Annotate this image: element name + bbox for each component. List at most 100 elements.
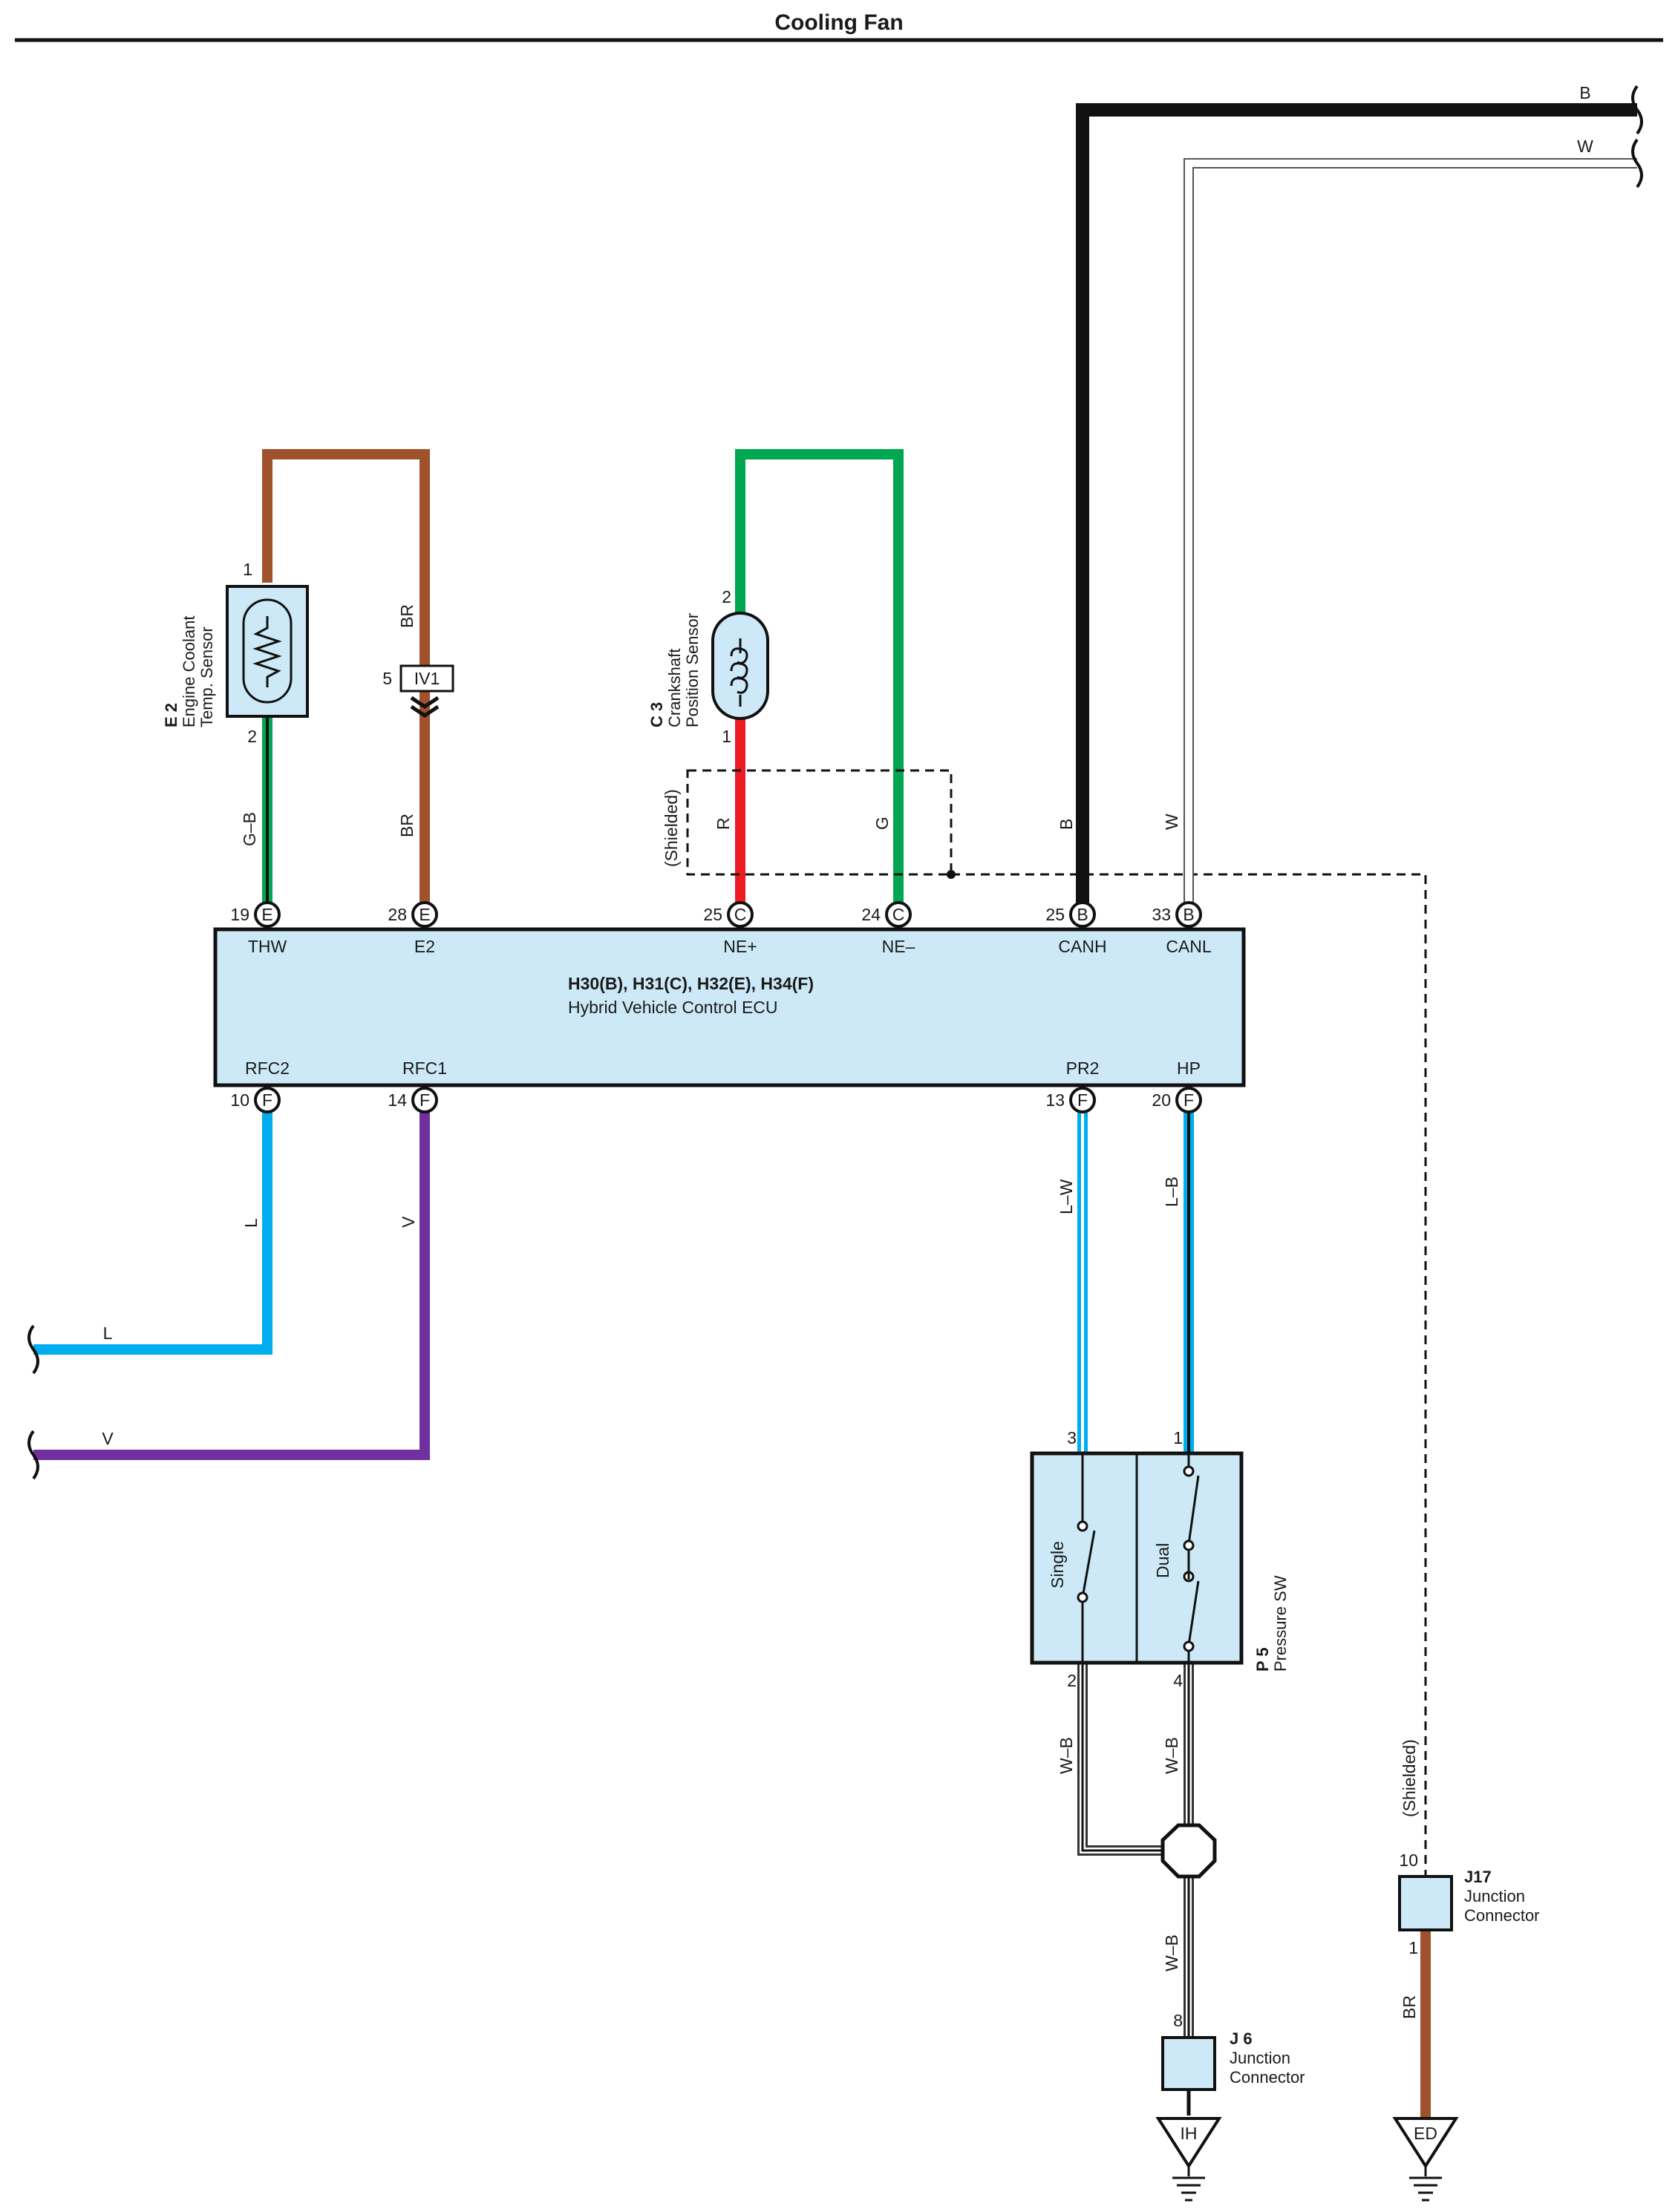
wire-label-gb: G–B: [240, 812, 259, 846]
wire-label-g: G: [872, 817, 892, 830]
wire-label-w: W: [1162, 814, 1181, 830]
e2-pin-bottom: 2: [247, 727, 257, 746]
psw-pin-4: 4: [1173, 1671, 1183, 1690]
terminal-pr2: F 13 PR2: [1045, 1058, 1100, 1113]
terminal-conn: B: [1183, 905, 1194, 924]
e2-code: E 2: [162, 703, 180, 727]
single-switch-icon: [1077, 1453, 1096, 1663]
j17-pin-top: 10: [1399, 1851, 1418, 1870]
wire-wb-left-core: [1081, 1663, 1169, 1852]
iv1-connector: [399, 664, 454, 719]
engine-coolant-temp-sensor: [226, 585, 309, 718]
terminal-label: HP: [1177, 1058, 1201, 1078]
splice-point: [1160, 1823, 1217, 1879]
wire-rfc2-blue: [33, 1100, 272, 1355]
terminal-label: E2: [414, 937, 435, 956]
chevron-down-icon: [410, 696, 440, 719]
terminal-num: 24: [861, 905, 881, 924]
ground-ed-label: ED: [1414, 2124, 1437, 2143]
coil-icon: [730, 638, 748, 707]
terminal-num: 25: [1045, 905, 1065, 924]
ground-ed-icon: [1392, 2117, 1459, 2202]
thermistor-icon: [252, 616, 282, 687]
terminal-label: PR2: [1066, 1058, 1100, 1078]
offpage-label-l: L: [103, 1323, 113, 1343]
wire-rfc1-purple: [33, 1100, 430, 1460]
j6-code: J 6: [1230, 2029, 1253, 2048]
terminal-label: NE–: [882, 937, 915, 956]
terminal-label: RFC2: [245, 1058, 290, 1078]
j6-name-1: Junction: [1230, 2049, 1290, 2067]
terminal-thw: E 19 THW: [230, 901, 287, 956]
terminal-e2: E 28 E2: [388, 901, 438, 956]
terminal-num: 10: [230, 1090, 249, 1110]
terminal-conn: F: [262, 1090, 272, 1110]
terminal-conn: E: [419, 905, 430, 924]
iv1-pin: 5: [382, 669, 392, 688]
j17-name-2: Connector: [1464, 1906, 1540, 1925]
break-mark-w: [1631, 138, 1643, 189]
wire-label-j17-br: BR: [1400, 1995, 1419, 2019]
psw-pin-3: 3: [1067, 1428, 1077, 1447]
terminal-num: 33: [1152, 905, 1171, 924]
break-mark-l: [27, 1324, 39, 1375]
terminal-conn: F: [420, 1090, 430, 1110]
terminal-ne-minus: C 24 NE–: [861, 901, 915, 956]
psw-pin-1: 1: [1173, 1428, 1183, 1447]
wire-label-br-lower: BR: [397, 814, 417, 837]
j17-name-1: Junction: [1464, 1887, 1525, 1905]
wire-green-ne-loop: [735, 449, 904, 914]
terminal-num: 25: [703, 905, 722, 924]
offpage-label-v: V: [102, 1429, 114, 1448]
shielded-label-bottom: (Shielded): [1400, 1739, 1419, 1817]
c3-name-1: Crankshaft: [665, 649, 684, 727]
j17-code: J17: [1464, 1868, 1492, 1886]
psw-code: P 5: [1253, 1647, 1272, 1672]
ecu-top-terminals: E 19 THW E 28 E2 C 25 NE+ C 24 NE– B 25 …: [230, 901, 1212, 956]
wire-canh-black: [1076, 103, 1637, 914]
wire-label-l-vertical: L: [241, 1218, 261, 1228]
terminal-label: NE+: [723, 937, 757, 956]
terminal-canl: B 33 CANL: [1152, 901, 1212, 956]
j17-pin-bottom: 1: [1408, 1938, 1418, 1957]
wire-label-r: R: [714, 817, 733, 830]
crankshaft-position-sensor: [711, 612, 769, 720]
terminal-label: CANL: [1166, 937, 1212, 956]
wire-label-wb-lower: W–B: [1162, 1934, 1181, 1972]
c3-name-2: Position Sensor: [683, 613, 702, 727]
wire-label-lw: L–W: [1057, 1179, 1076, 1214]
ground-ih-label: IH: [1181, 2124, 1198, 2143]
psw-name: Pressure SW: [1271, 1575, 1290, 1672]
c3-pin-top: 2: [722, 587, 731, 606]
terminal-num: 13: [1045, 1090, 1065, 1110]
wire-label-b: B: [1057, 819, 1076, 830]
pressure-switch: [1030, 1451, 1244, 1665]
terminal-conn: F: [1077, 1090, 1088, 1110]
terminal-ne-plus: C 25 NE+: [703, 901, 757, 956]
terminal-label: CANH: [1058, 937, 1106, 956]
wire-label-br-upper: BR: [397, 604, 417, 628]
terminal-conn: C: [734, 905, 747, 924]
j6-junction-connector: [1161, 2036, 1216, 2091]
page-title: Cooling Fan: [774, 10, 903, 35]
e2-name-1: Engine Coolant: [180, 616, 198, 727]
switch-label-single: Single: [1048, 1541, 1067, 1588]
terminal-num: 20: [1152, 1090, 1171, 1110]
e2-pin-top: 1: [243, 560, 252, 579]
terminal-conn: C: [892, 905, 905, 924]
wire-canl-white: [1185, 160, 1637, 914]
j17-junction-connector: [1398, 1875, 1453, 1931]
terminal-label: THW: [248, 937, 287, 956]
psw-pin-2: 2: [1067, 1671, 1077, 1690]
wire-wb-left-stripe: [1080, 1663, 1169, 1853]
j6-pin: 8: [1173, 2011, 1183, 2030]
dual-switch-icon: [1183, 1453, 1200, 1663]
iv1-label: IV1: [414, 669, 440, 688]
break-mark-b: [1631, 85, 1643, 135]
terminal-conn: E: [261, 905, 272, 924]
e2-name-2: Temp. Sensor: [197, 626, 216, 727]
ecu-bottom-terminals: F 10 RFC2 F 14 RFC1 F 13 PR2 F 20 HP: [230, 1058, 1202, 1113]
terminal-hp: F 20 HP: [1152, 1058, 1202, 1113]
wire-label-wb-left: W–B: [1057, 1737, 1076, 1774]
